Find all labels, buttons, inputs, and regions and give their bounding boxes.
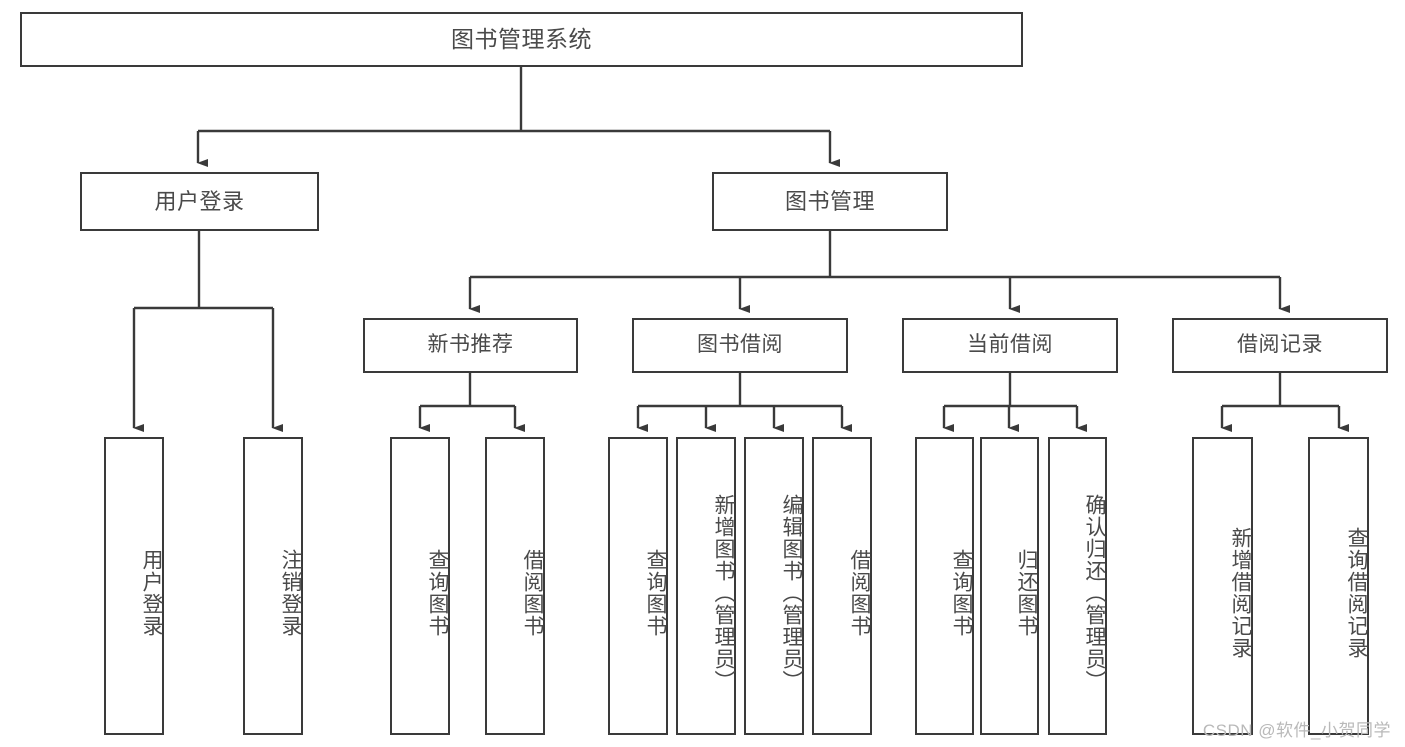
leaf-current-borrow-0-label: 查询图书 bbox=[950, 549, 973, 637]
leaf-borrow-record-1[interactable]: 查询借阅记录 bbox=[1308, 437, 1369, 735]
leaf-new-book-1[interactable]: 借阅图书 bbox=[485, 437, 545, 735]
leaf-new-book-1-label: 借阅图书 bbox=[521, 549, 544, 637]
leaf-user-login-1-label: 注销登录 bbox=[279, 549, 302, 637]
node-new-book-recommend-label: 新书推荐 bbox=[427, 333, 514, 357]
leaf-book-borrow-0-label: 查询图书 bbox=[644, 549, 667, 637]
node-current-borrow[interactable]: 当前借阅 bbox=[902, 318, 1118, 373]
node-user-login-label: 用户登录 bbox=[154, 188, 245, 214]
leaf-book-borrow-2-label: 编辑图书（管理员） bbox=[780, 494, 803, 692]
leaf-current-borrow-1-label: 归还图书 bbox=[1015, 549, 1038, 637]
node-book-manage-label: 图书管理 bbox=[784, 188, 875, 214]
node-current-borrow-label: 当前借阅 bbox=[967, 333, 1053, 357]
leaf-book-borrow-3[interactable]: 借阅图书 bbox=[812, 437, 872, 735]
leaf-borrow-record-1-label: 查询借阅记录 bbox=[1345, 527, 1368, 659]
leaf-new-book-0[interactable]: 查询图书 bbox=[390, 437, 450, 735]
leaf-user-login-0[interactable]: 用户登录 bbox=[104, 437, 164, 735]
leaf-book-borrow-0[interactable]: 查询图书 bbox=[608, 437, 668, 735]
node-root-label: 图书管理系统 bbox=[451, 25, 592, 52]
leaf-book-borrow-2[interactable]: 编辑图书（管理员） bbox=[744, 437, 804, 735]
leaf-current-borrow-1[interactable]: 归还图书 bbox=[980, 437, 1039, 735]
node-borrow-record-label: 借阅记录 bbox=[1237, 333, 1323, 357]
leaf-user-login-0-label: 用户登录 bbox=[140, 549, 163, 637]
leaf-book-borrow-1[interactable]: 新增图书（管理员） bbox=[676, 437, 736, 735]
leaf-book-borrow-3-label: 借阅图书 bbox=[848, 549, 871, 637]
node-borrow-record[interactable]: 借阅记录 bbox=[1172, 318, 1388, 373]
leaf-current-borrow-0[interactable]: 查询图书 bbox=[915, 437, 974, 735]
node-book-borrow[interactable]: 图书借阅 bbox=[632, 318, 848, 373]
leaf-current-borrow-2-label: 确认归还（管理员） bbox=[1083, 494, 1106, 692]
node-user-login[interactable]: 用户登录 bbox=[80, 172, 319, 231]
leaf-borrow-record-0[interactable]: 新增借阅记录 bbox=[1192, 437, 1253, 735]
leaf-borrow-record-0-label: 新增借阅记录 bbox=[1229, 527, 1252, 659]
node-new-book-recommend[interactable]: 新书推荐 bbox=[363, 318, 578, 373]
node-book-borrow-label: 图书借阅 bbox=[697, 333, 783, 357]
leaf-book-borrow-1-label: 新增图书（管理员） bbox=[712, 494, 735, 692]
watermark: CSDN @软件_小贺同学 bbox=[1202, 721, 1391, 740]
node-book-manage[interactable]: 图书管理 bbox=[712, 172, 948, 231]
node-root[interactable]: 图书管理系统 bbox=[20, 12, 1023, 67]
leaf-new-book-0-label: 查询图书 bbox=[426, 549, 449, 637]
leaf-user-login-1[interactable]: 注销登录 bbox=[243, 437, 303, 735]
leaf-current-borrow-2[interactable]: 确认归还（管理员） bbox=[1048, 437, 1107, 735]
